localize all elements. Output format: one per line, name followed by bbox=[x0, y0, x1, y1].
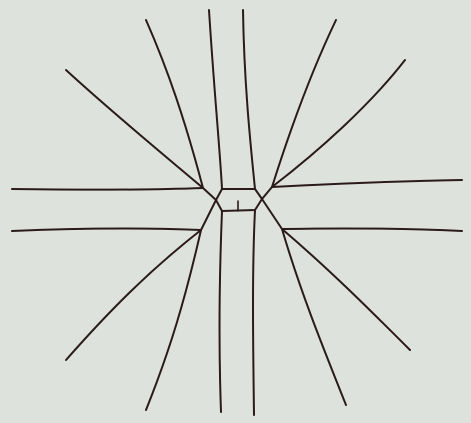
radial-line-diagram bbox=[0, 0, 471, 419]
line-diagram-canvas bbox=[0, 0, 471, 419]
